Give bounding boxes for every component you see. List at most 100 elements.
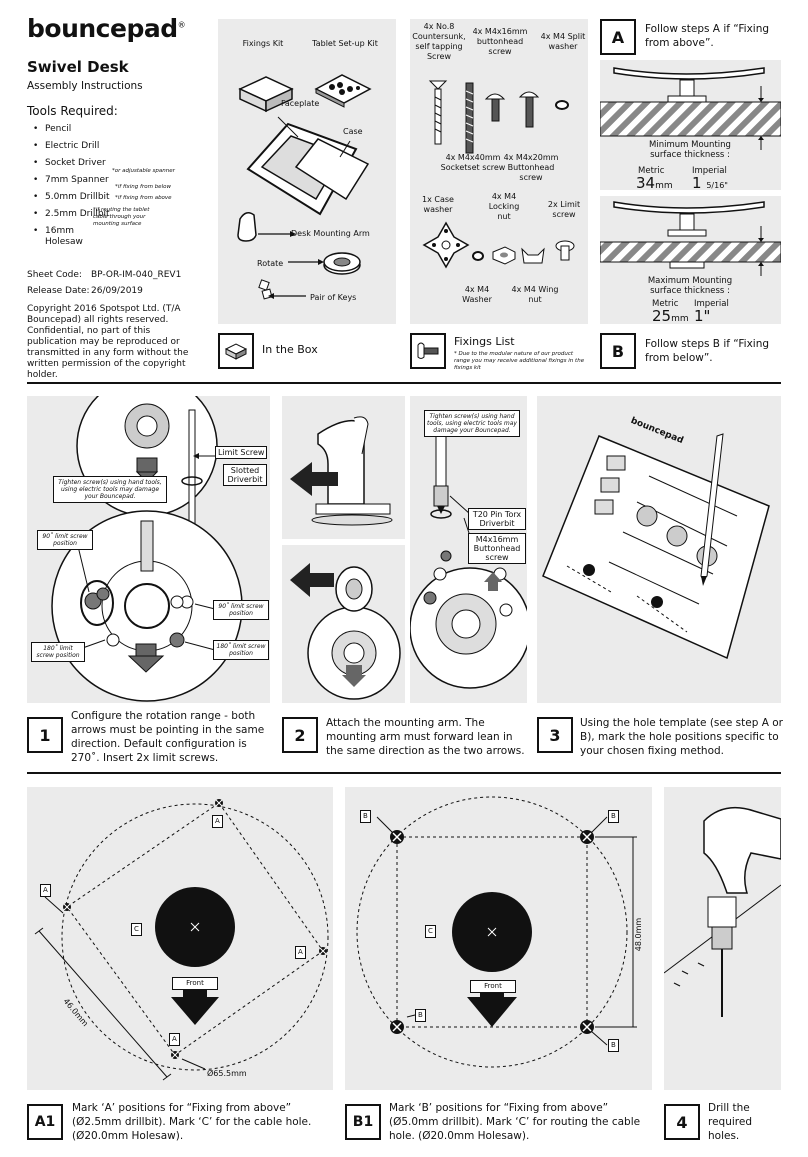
sheet-code: BP-OR-IM-040_REV1: [91, 270, 182, 280]
drill-illustration: [663, 806, 782, 1017]
pos90-right-note: 90˚ limit screw position: [213, 600, 269, 620]
marker-b-label: B: [415, 1009, 426, 1022]
fixings-kit-label: Fixings Kit: [242, 39, 284, 48]
locking-nut-icon: [492, 246, 516, 265]
step-a1-text: Mark ‘A’ positions for “Fixing from abov…: [72, 1102, 312, 1142]
step4-panel: [663, 787, 782, 1090]
tablet-kit-label: Tablet Set-up Kit: [312, 39, 378, 48]
arm-lean-illustration: [290, 416, 393, 526]
a1-diameter: Ø65.5mm: [207, 1069, 247, 1078]
countersunk-screw-icon: [428, 80, 448, 145]
marker-a-right: [319, 947, 327, 955]
wing-nut-icon: [521, 247, 545, 264]
fixings-kit-icon: [238, 76, 294, 113]
step-a-panel: Minimum Mounting surface thickness : Met…: [600, 60, 781, 192]
buttonhead20-screw-icon: [518, 91, 540, 128]
registered-mark: ®: [177, 20, 186, 30]
pos180-left-note: 180˚ limit screw position: [31, 642, 85, 662]
in-box-illustration: [237, 74, 372, 300]
buttonhead-screw-callout: M4x16mm Buttonhead screw: [468, 533, 526, 564]
surface-below-illustration: [600, 201, 781, 276]
release-date: 26/09/2019: [91, 286, 143, 296]
limit-screw-label: 2x Limit screw: [547, 200, 581, 219]
socketset-screw-icon: [465, 82, 474, 154]
marker-a-bottom: [171, 1051, 179, 1059]
tablet-kit-icon: [314, 74, 372, 108]
step-b1-text: Mark ‘B’ positions for “Fixing from abov…: [389, 1102, 641, 1142]
front-label: Front: [470, 980, 516, 993]
step-a-text: Follow steps A if “Fixing from above”.: [645, 23, 770, 49]
rotate-label: Rotate: [257, 259, 284, 268]
limit-screw-icon: [555, 240, 575, 261]
wing-nut-label: 4x M4 Wing nut: [511, 285, 559, 304]
locking-nut-label: 4x M4 Locking nut: [488, 192, 520, 221]
fixings-panel: 4x No.8 Countersunk, self tapping Screw …: [410, 19, 588, 324]
step2-text: Attach the mounting arm. The mounting ar…: [326, 717, 525, 757]
marker-b-label: B: [360, 810, 371, 823]
m4-washer-label: 4x M4 Washer: [462, 285, 492, 304]
arm-attach-illustration: [290, 563, 401, 700]
pos180-right-note: 180˚ limit screw position: [213, 640, 269, 660]
tool-item: Socket Driver: [33, 155, 203, 172]
step2-arm-panel: [282, 396, 405, 539]
step-a-metric-value: 34mm: [636, 174, 673, 192]
step-a-badge: A: [600, 19, 636, 55]
marker-c-label: C: [425, 925, 436, 938]
rotate-disc-icon: [288, 252, 361, 275]
tools-heading: Tools Required:: [27, 104, 118, 118]
tool-item: 2.5mm Drillbit: [33, 206, 203, 223]
marker-b-label: B: [608, 1039, 619, 1052]
torx-driverbit-callout: T20 Pin Torx Driverbit: [468, 508, 526, 530]
keys-label: Pair of Keys: [310, 293, 357, 302]
case-label: Case: [343, 127, 363, 136]
split-washer-icon: [555, 100, 569, 110]
step-a-imperial-value: 1 5/16": [692, 174, 728, 192]
step-b1-panel: B B B B C Front 48.0mm: [345, 787, 652, 1090]
pos90-left-note: 90˚ limit screw position: [37, 530, 93, 550]
case-washer-label: 1x Case washer: [422, 195, 454, 214]
in-box-icon: [218, 333, 254, 369]
step-b-imperial-label: Imperial: [694, 299, 729, 309]
limit-screw-callout: Limit Screw: [215, 446, 268, 459]
brand-logo: bouncepad®: [27, 14, 186, 43]
tool-item: Electric Drill: [33, 138, 203, 155]
marker-c-label: C: [131, 923, 142, 936]
page-title: Swivel Desk: [27, 58, 129, 76]
fixings-list-title: Fixings List: [454, 335, 515, 348]
tools-list: Pencil Electric Drill Socket Driver 7mm …: [33, 121, 203, 248]
marker-a-label: A: [212, 815, 223, 828]
step1-tighten-note: Tighten screw(s) using hand tools, using…: [53, 476, 167, 503]
step3-panel: bouncepad: [537, 396, 781, 703]
step-b-badge: B: [600, 333, 636, 369]
keys-icon: [258, 279, 306, 300]
template-b-diagram: [356, 796, 637, 1068]
step2-base-panel: [282, 545, 405, 703]
step1-panel: Limit Screw Slotted Driverbit Tighten sc…: [27, 396, 270, 703]
desk-arm-icon: [237, 212, 296, 242]
buttonhead20-label: 4x M4x20mm Buttonhead screw: [503, 153, 559, 182]
step-a1-panel: A A A A C Front 46.0mm Ø65.5mm: [27, 787, 333, 1090]
tool-note: *or adjustable spanner: [112, 168, 175, 174]
step-b-imperial-value: 1": [694, 307, 711, 325]
marker-b-br: [580, 1020, 594, 1034]
step2-tighten-note: Tighten screw(s) using hand tools, using…: [424, 410, 520, 437]
marker-b-label: B: [608, 810, 619, 823]
release-date-label: Release Date:: [27, 286, 90, 296]
marker-b-tr: [580, 830, 594, 844]
marker-a-label: A: [40, 884, 51, 897]
m4-washer-icon: [472, 251, 484, 261]
desk-arm-label: Desk Mounting Arm: [291, 229, 370, 238]
marker-a-left: [63, 903, 71, 911]
divider: [27, 772, 781, 774]
b1-dimension: 48.0mm: [634, 917, 644, 952]
step1-badge: 1: [27, 717, 63, 753]
template-a-diagram: [34, 799, 329, 1081]
brand-name: bouncepad: [27, 14, 178, 43]
in-box-title: In the Box: [262, 343, 318, 356]
rotation-range-illustration: [51, 396, 243, 702]
step-b-metric-value: 25mm: [652, 307, 689, 325]
copyright-text: Copyright 2016 Spotspot Ltd. (T/A Bounce…: [27, 304, 189, 380]
tool-item: 5.0mm Drillbit: [33, 189, 203, 206]
step3-badge: 3: [537, 717, 573, 753]
front-label: Front: [172, 977, 218, 990]
